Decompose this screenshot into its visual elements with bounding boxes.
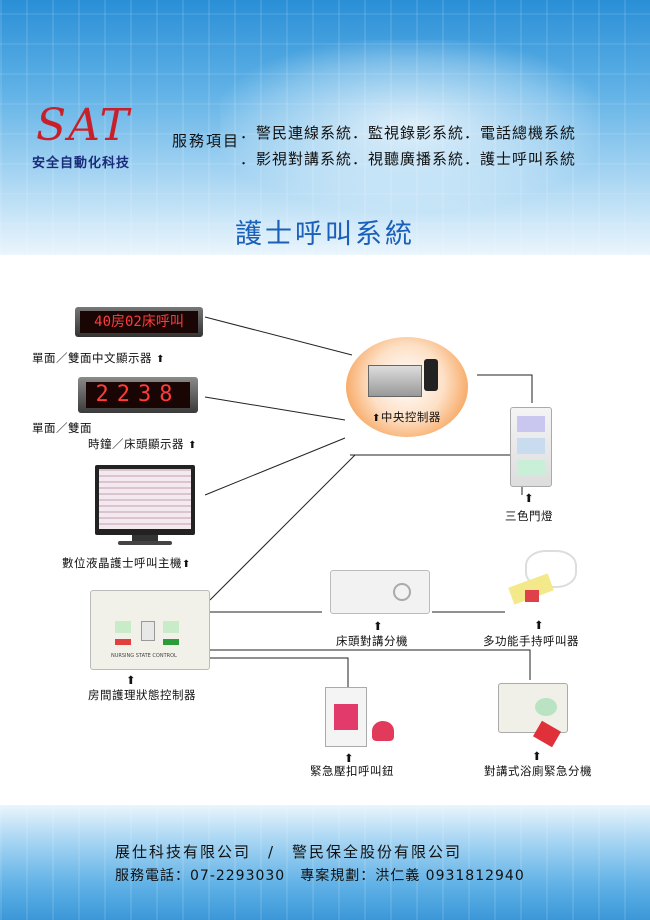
bedside-intercom-device bbox=[330, 570, 430, 614]
company-names: 展仕科技有限公司 / 警民保全股份有限公司 bbox=[115, 843, 463, 861]
door-light-white bbox=[517, 438, 545, 454]
company-logo: SAT 安全自動化科技 bbox=[30, 100, 160, 172]
clock-display-text: 2238 bbox=[86, 382, 190, 408]
clock-display-device: 2238 bbox=[78, 377, 198, 413]
panel-key bbox=[141, 621, 155, 641]
connection-lines bbox=[204, 316, 533, 687]
door-light-device bbox=[510, 407, 552, 487]
bathroom-intercom-button bbox=[535, 698, 557, 716]
line-central-door bbox=[477, 374, 533, 403]
central-controller-device bbox=[368, 365, 422, 397]
handset-button bbox=[525, 590, 539, 602]
label-emergency-button: 緊急壓扣呼叫鈕 bbox=[310, 764, 394, 778]
up-arrow-icon: ⬆ bbox=[126, 673, 137, 687]
up-arrow-icon: ⬆ bbox=[156, 354, 166, 365]
panel-indicator-red bbox=[115, 639, 131, 645]
services-line-2: ．影視對講系統．視聽廣播系統．護士呼叫系統 bbox=[240, 150, 577, 168]
line-led-central bbox=[204, 316, 353, 356]
footer-pattern bbox=[0, 805, 650, 920]
speaker-grille bbox=[393, 583, 411, 601]
up-arrow-icon: ⬆ bbox=[188, 440, 198, 451]
services-line-1: ．警民連線系統．監視錄影系統．電話總機系統 bbox=[240, 124, 577, 142]
label-handset: 多功能手持呼叫器 bbox=[483, 634, 579, 648]
panel-button-green-2 bbox=[163, 621, 179, 633]
led-display-device: 40房02床呼叫 bbox=[75, 307, 203, 337]
led-display-text: 40房02床呼叫 bbox=[80, 311, 198, 333]
monitor-base bbox=[118, 541, 172, 545]
label-bedside-intercom: 床頭對講分機 bbox=[336, 634, 408, 648]
up-arrow-icon: ⬆ bbox=[534, 618, 545, 632]
emergency-button-red bbox=[334, 704, 358, 730]
room-panel-device: NURSING STATE CONTROL bbox=[90, 590, 210, 670]
emergency-pull-cord bbox=[372, 721, 394, 741]
label-central-controller: ⬆中央控制器 bbox=[372, 410, 441, 424]
up-arrow-icon: ⬆ bbox=[372, 413, 381, 424]
label-led-display: 單面／雙面中文顯示器 ⬆ bbox=[32, 351, 166, 365]
line-monitor-central bbox=[204, 437, 346, 496]
label-room-panel: 房間護理狀態控制器 bbox=[88, 688, 196, 702]
services-label: 服務項目 bbox=[172, 132, 241, 150]
page-title: 護士呼叫系統 bbox=[235, 219, 415, 250]
label-monitor: 數位液晶護士呼叫主機⬆ bbox=[62, 556, 191, 570]
bathroom-intercom-device bbox=[498, 683, 568, 733]
door-light-green bbox=[517, 460, 545, 476]
label-clock-line-2: 時鐘／床頭顯示器 ⬆ bbox=[88, 437, 198, 451]
logo-subtitle: 安全自動化科技 bbox=[32, 156, 131, 171]
monitor-stand bbox=[132, 535, 158, 541]
line-panel-emergency bbox=[210, 657, 349, 687]
header-banner: SAT 安全自動化科技 服務項目 ．警民連線系統．監視錄影系統．電話總機系統 ．… bbox=[0, 0, 650, 255]
up-arrow-icon: ⬆ bbox=[524, 491, 535, 505]
panel-label: NURSING STATE CONTROL bbox=[111, 653, 177, 659]
contact-info: 服務電話：07-2293030 專案規劃：洪仁義 0931812940 bbox=[115, 868, 525, 884]
monitor-screen bbox=[99, 469, 191, 529]
header-glow bbox=[220, 40, 600, 210]
mobile-phone-device bbox=[424, 359, 438, 391]
footer-banner: 展仕科技有限公司 / 警民保全股份有限公司 服務電話：07-2293030 專案… bbox=[0, 805, 650, 920]
label-clock-line-1: 單面／雙面 bbox=[32, 421, 92, 435]
up-arrow-icon: ⬆ bbox=[182, 559, 191, 570]
label-door-light: 三色門燈 bbox=[505, 509, 553, 523]
panel-button-green bbox=[115, 621, 131, 633]
door-light-blue bbox=[517, 416, 545, 432]
panel-indicator-green bbox=[163, 639, 179, 645]
lcd-monitor-device bbox=[95, 465, 195, 535]
line-door bbox=[350, 454, 523, 495]
line-panel-central bbox=[209, 454, 356, 601]
system-diagram: 40房02床呼叫 單面／雙面中文顯示器 ⬆ 2238 單面／雙面 時鐘／床頭顯示… bbox=[0, 255, 650, 810]
emergency-button-device bbox=[325, 687, 367, 747]
label-bathroom-intercom: 對講式浴廁緊急分機 bbox=[484, 764, 592, 778]
up-arrow-icon: ⬆ bbox=[373, 619, 384, 633]
line-clock-central bbox=[204, 396, 346, 421]
up-arrow-icon: ⬆ bbox=[532, 749, 543, 763]
logo-text: SAT bbox=[36, 100, 131, 151]
up-arrow-icon: ⬆ bbox=[344, 751, 355, 765]
line-panel-bathroom bbox=[210, 649, 531, 680]
